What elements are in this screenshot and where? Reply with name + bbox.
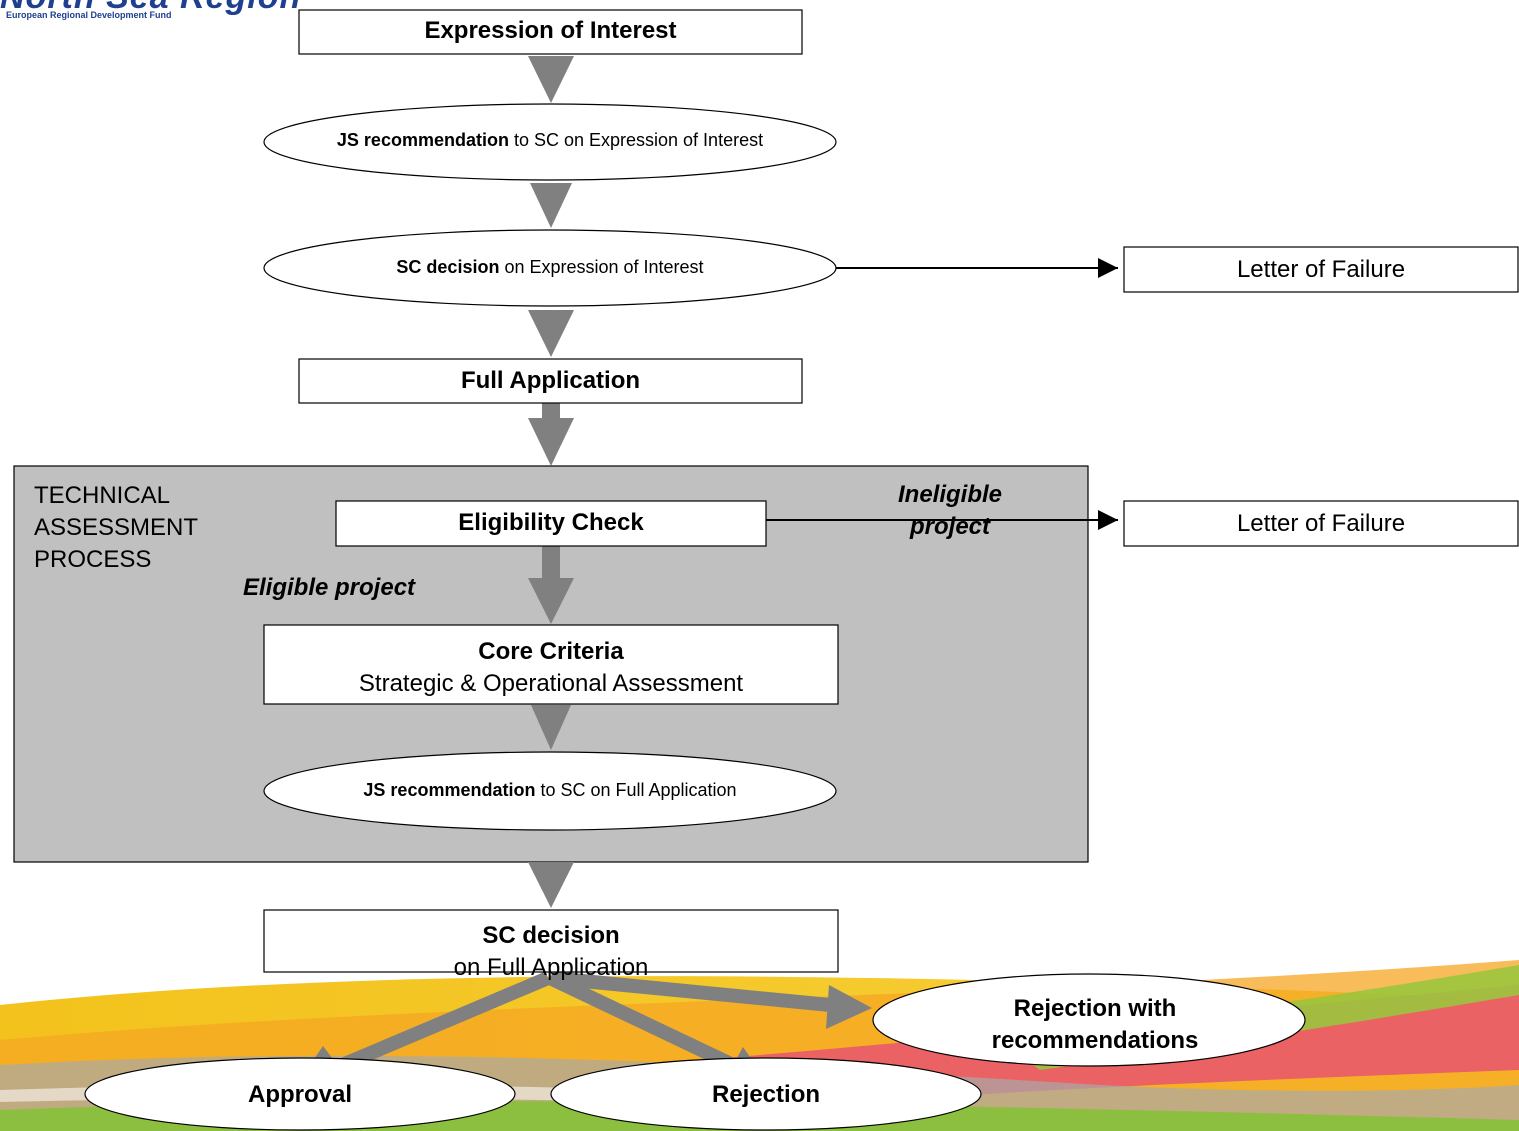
label-core-criteria-subtitle: Strategic & Operational Assessment xyxy=(358,670,744,697)
technical-area-title: TECHNICAL ASSESSMENT PROCESS xyxy=(34,482,198,573)
logo-subtitle: European Regional Development Fund xyxy=(6,10,172,20)
label-eligibility-check: Eligibility Check xyxy=(458,509,644,536)
ellipse-rejection xyxy=(550,1057,982,1131)
ellipse-js-recommendation-eoi xyxy=(263,103,837,181)
arrow-core-to-js xyxy=(531,705,571,750)
label-core-criteria: Core Criteria xyxy=(478,638,624,665)
label-sc-decision-eoi-bold: SC decision xyxy=(396,257,500,277)
box-letter-of-failure-1 xyxy=(1123,246,1519,293)
arrow-js-to-scdecision xyxy=(528,862,574,908)
ellipse-rejection-with-recommendations xyxy=(872,973,1306,1067)
box-full-application xyxy=(298,358,803,404)
label-sc-decision-fa: SC decision xyxy=(482,922,620,949)
label-sc-decision-eoi-rest: on Expression of Interest xyxy=(499,257,704,277)
label-eligible-project: Eligible project xyxy=(243,574,416,601)
label-ineligible-project: Ineligible project xyxy=(897,481,1002,540)
ellipse-js-recommendation-fa xyxy=(263,751,837,831)
label-js-recommendation-eoi-bold: JS recommendation xyxy=(336,130,509,150)
arrow-sc-to-fa xyxy=(528,310,574,357)
box-letter-of-failure-2 xyxy=(1123,500,1519,547)
logo-wordmark: North Sea Region xyxy=(0,0,301,17)
box-sc-decision xyxy=(263,909,839,973)
label-js-recommendation-eoi: JS recommendation to SC on Expression of… xyxy=(322,130,778,152)
label-rejection-with-recommendations: Rejection with recommendations xyxy=(991,995,1199,1054)
flow-arrows xyxy=(528,56,574,908)
label-full-application: Full Application xyxy=(460,367,641,394)
label-expression-of-interest: Expression of Interest xyxy=(424,17,677,44)
label-js-recommendation-eoi-rest: to SC on Expression of Interest xyxy=(508,130,764,150)
label-js-recommendation-fa-rest: to SC on Full Application xyxy=(535,780,737,800)
decision-branches xyxy=(337,971,831,1073)
label-approval: Approval xyxy=(247,1081,352,1108)
box-core-criteria xyxy=(263,624,839,705)
box-expression-of-interest xyxy=(298,9,803,55)
arrow-js-to-sc xyxy=(530,183,572,228)
ellipse-sc-decision-eoi xyxy=(263,229,837,307)
ellipse-approval xyxy=(84,1057,516,1131)
arrow-eligibility-to-core xyxy=(528,546,574,624)
box-eligibility-check xyxy=(335,500,767,547)
arrow-fa-to-eligibility xyxy=(528,403,574,466)
label-rejection: Rejection xyxy=(711,1081,821,1108)
label-letter-of-failure-2: Letter of Failure xyxy=(1236,510,1406,537)
arrow-eoi-to-js xyxy=(528,56,574,103)
label-sc-decision-eoi: SC decision on Expression of Interest xyxy=(300,257,800,279)
label-sc-decision-fa-subtitle: on Full Application xyxy=(453,954,649,981)
label-js-recommendation-fa: JS recommendation to SC on Full Applicat… xyxy=(290,780,810,802)
label-letter-of-failure-1: Letter of Failure xyxy=(1236,256,1406,283)
label-js-recommendation-fa-bold: JS recommendation xyxy=(363,780,536,800)
